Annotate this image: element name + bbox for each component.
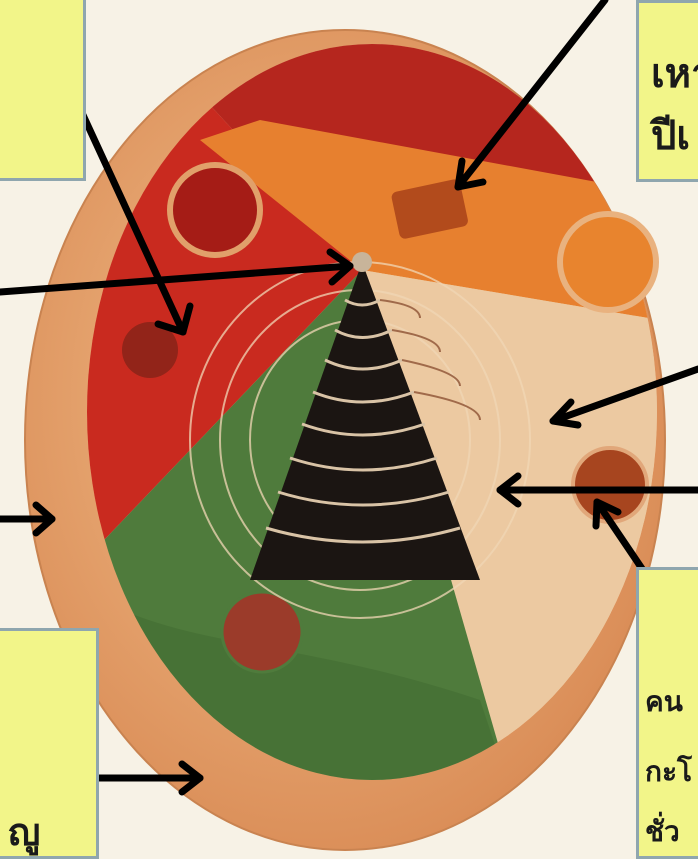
callout-bottom-right-line1: คน bbox=[645, 680, 683, 724]
chamber-top-right bbox=[560, 214, 656, 310]
chamber-bottom bbox=[222, 592, 302, 672]
callout-bottom-right: คน กะโ ชั่ว bbox=[636, 567, 698, 859]
callout-top-left bbox=[0, 0, 86, 181]
callout-bottom-left-text: ญู bbox=[8, 801, 40, 859]
callout-top-right-line1: เหา bbox=[651, 41, 698, 105]
callout-top-right: เหา ปีเ bbox=[636, 0, 698, 182]
callout-bottom-right-line2: กะโ bbox=[645, 750, 692, 794]
callout-bottom-right-line3: ชั่ว bbox=[645, 810, 680, 854]
callout-bottom-left: ญู bbox=[0, 628, 99, 859]
callout-top-right-line2: ปีเ bbox=[651, 103, 690, 167]
chamber-top-left bbox=[170, 165, 260, 255]
